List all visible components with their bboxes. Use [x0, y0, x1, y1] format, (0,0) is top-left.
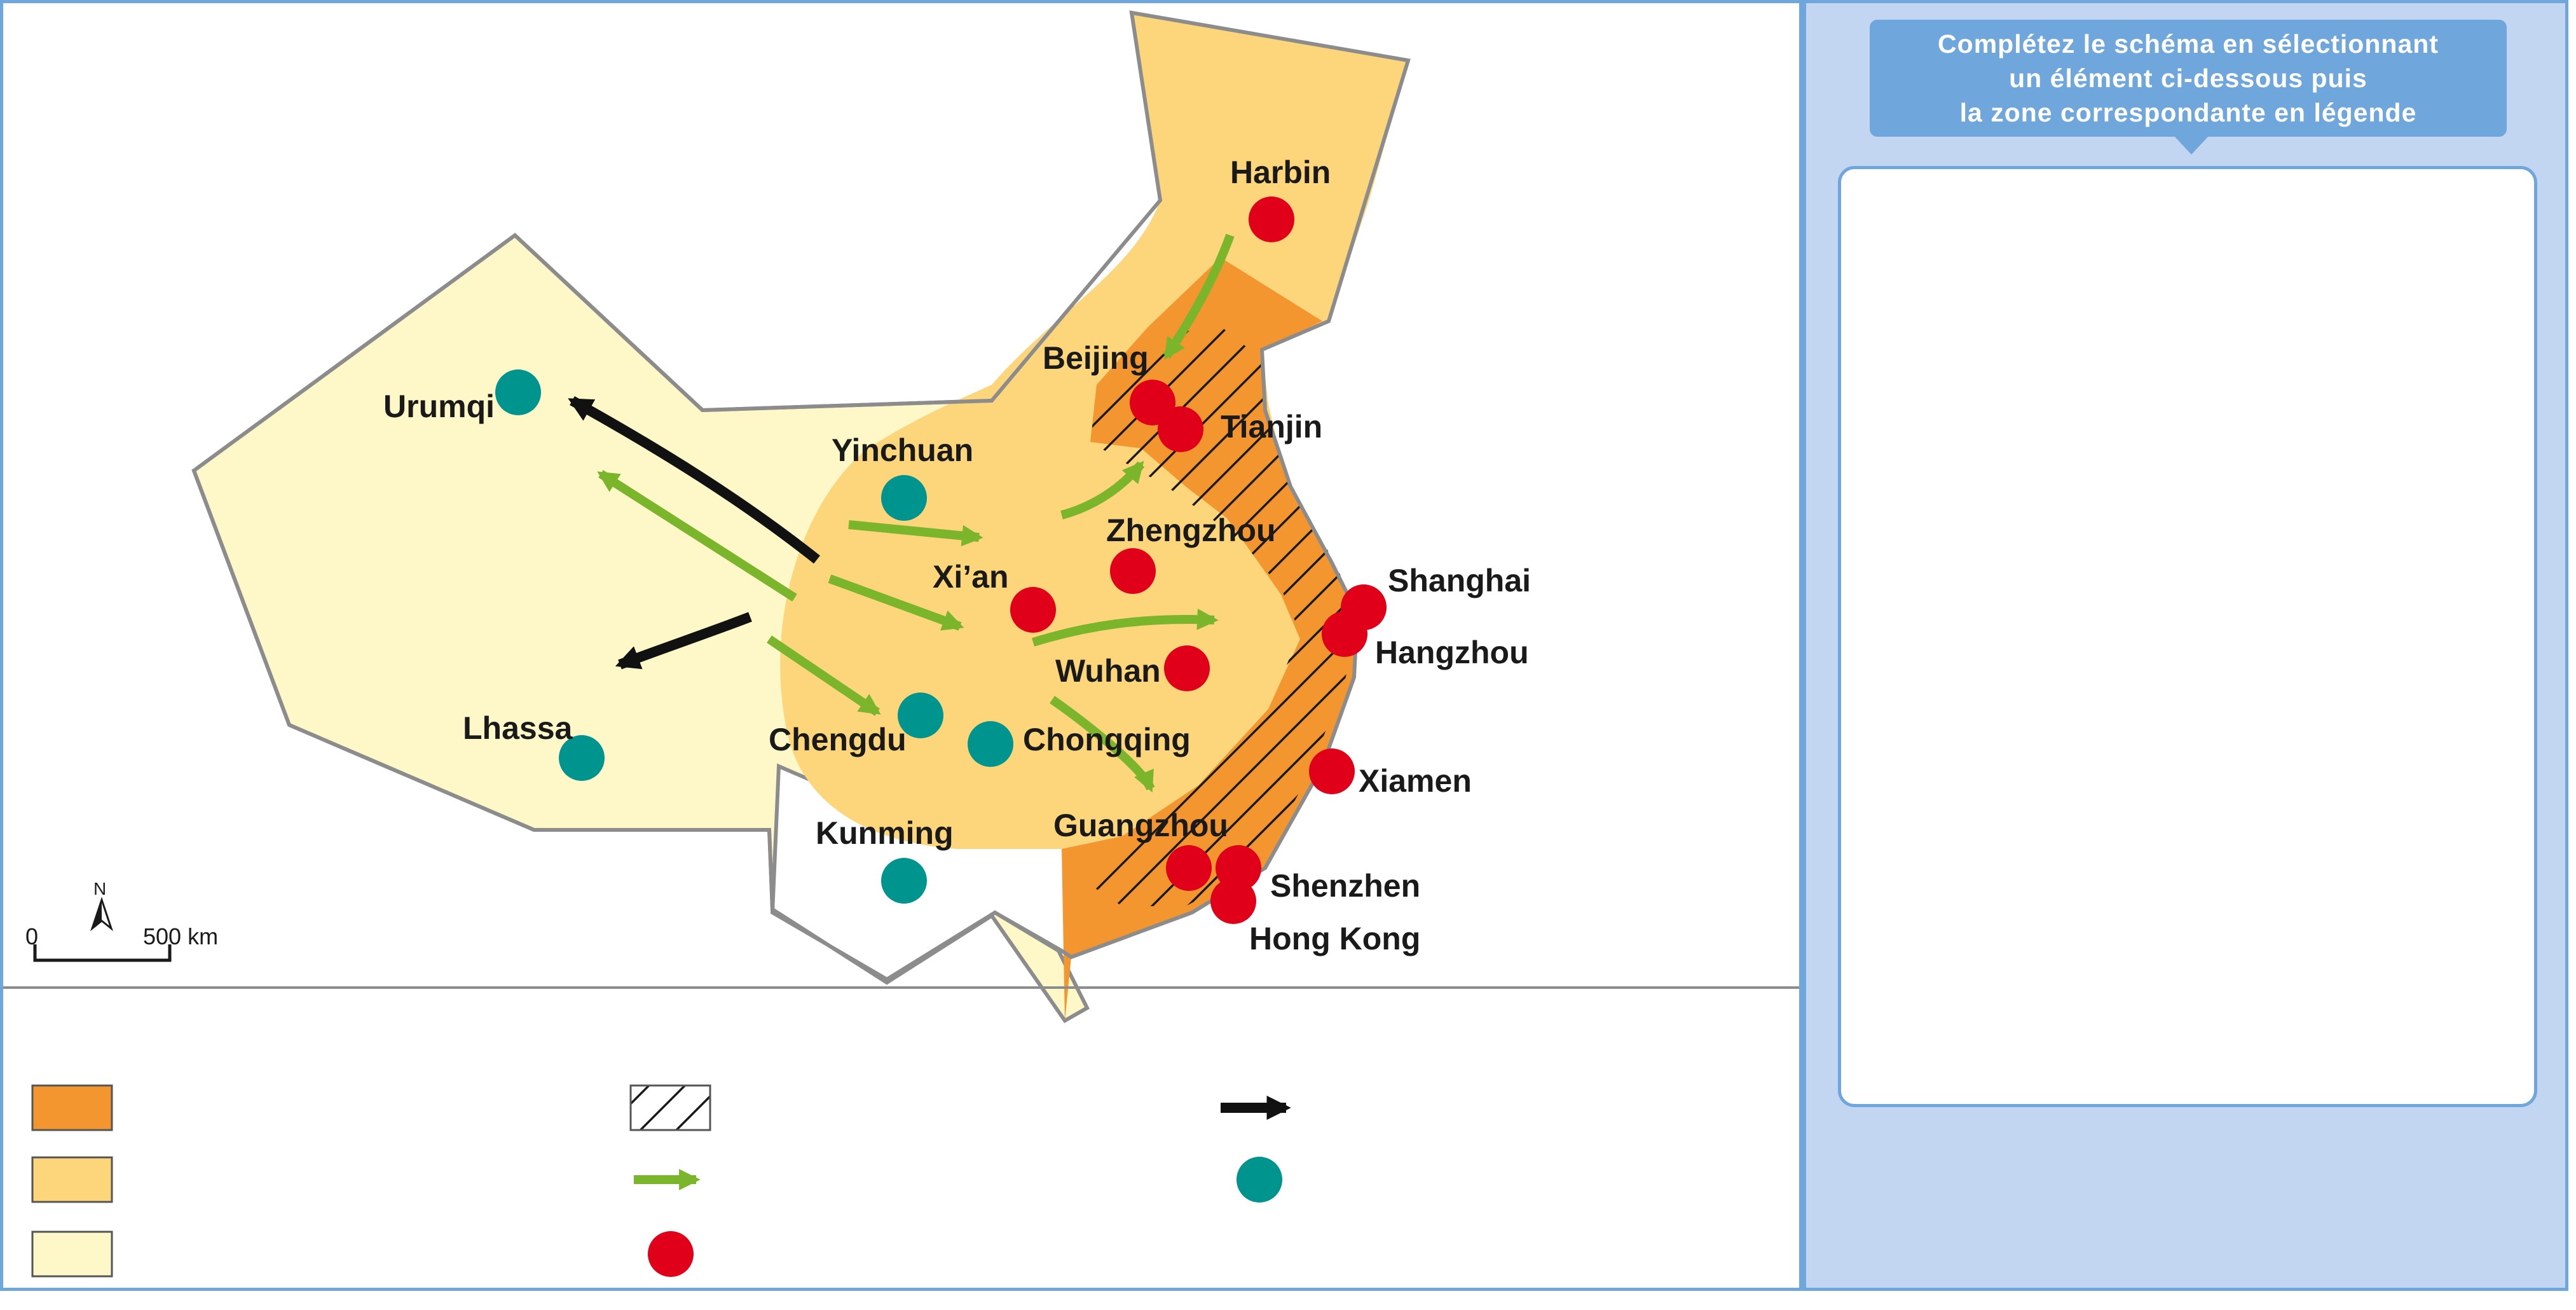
- city-label-harbin: Harbin: [1230, 155, 1331, 190]
- city-dot-zhengzhou[interactable]: [1110, 548, 1156, 594]
- selection-box[interactable]: [1838, 166, 2537, 1107]
- city-label-kunming: Kunming: [816, 815, 954, 851]
- china-map: Harbin Beijing Tianjin Urumqi Yinchuan Z…: [3, 10, 1799, 1278]
- instruction-line-2: un élément ci-dessous puis: [2009, 64, 2367, 93]
- instruction-line-1: Complétez le schéma en sélectionnant: [1938, 29, 2439, 59]
- flow-arrow-black: [568, 396, 820, 564]
- north-label: N: [93, 879, 106, 899]
- city-label-xiamen: Xiamen: [1359, 763, 1472, 799]
- city-label-xian: Xi’an: [933, 559, 1008, 595]
- legend: [31, 1084, 1291, 1278]
- city-dot-harbin[interactable]: [1249, 197, 1294, 242]
- scale-bar: 0 500 km: [25, 923, 218, 962]
- city-label-hangzhou: Hangzhou: [1375, 635, 1529, 670]
- city-dot-xian[interactable]: [1010, 587, 1056, 633]
- north-arrow-icon: N: [90, 879, 114, 932]
- city-label-shanghai: Shanghai: [1388, 563, 1531, 598]
- city-dot-guangzhou[interactable]: [1166, 845, 1212, 891]
- city-label-beijing: Beijing: [1043, 340, 1149, 376]
- flow-arrow-green: [1049, 696, 1155, 793]
- city-label-yinchuan: Yinchuan: [832, 432, 973, 468]
- flow-arrow-green: [597, 470, 797, 602]
- city-dot-chongqing[interactable]: [968, 721, 1013, 767]
- flow-arrow-green: [828, 574, 964, 631]
- city-dot-urumqi[interactable]: [495, 369, 541, 415]
- city-label-chongqing: Chongqing: [1023, 722, 1191, 757]
- instruction-bubble: Complétez le schéma en sélectionnant un …: [1870, 20, 2507, 155]
- city-label-hongkong: Hong Kong: [1249, 921, 1420, 956]
- instruction-line-3: la zone correspondante en légende: [1959, 98, 2417, 127]
- city-label-shenzhen: Shenzhen: [1270, 868, 1420, 904]
- legend-swatch-middle[interactable]: [31, 1156, 113, 1203]
- city-dot-hongkong[interactable]: [1210, 878, 1256, 924]
- city-label-guangzhou: Guangzhou: [1053, 808, 1228, 843]
- city-dot-chengdu[interactable]: [898, 693, 943, 738]
- map-panel: Harbin Beijing Tianjin Urumqi Yinchuan Z…: [0, 0, 1802, 1291]
- flow-arrow-green: [767, 635, 881, 716]
- city-label-urumqi: Urumqi: [383, 389, 495, 424]
- city-dot-tianjin[interactable]: [1158, 406, 1203, 452]
- city-label-zhengzhou: Zhengzhou: [1106, 513, 1276, 548]
- city-dot-yinchuan[interactable]: [881, 475, 927, 521]
- city-dot-hangzhou[interactable]: [1322, 611, 1367, 657]
- hatched-coast-zone: [1084, 321, 1357, 906]
- city-label-tianjin: Tianjin: [1221, 409, 1322, 445]
- flow-arrow-green: [1060, 460, 1145, 520]
- scale-zero-label: 0: [25, 923, 38, 949]
- legend-swatch-hatch[interactable]: [629, 1084, 711, 1131]
- city-dot-kunming[interactable]: [881, 858, 927, 904]
- flow-arrow-green: [1031, 609, 1219, 647]
- city-label-chengdu: Chengdu: [769, 722, 907, 757]
- city-label-wuhan: Wuhan: [1055, 653, 1161, 689]
- city-dot-xiamen[interactable]: [1309, 748, 1355, 794]
- instruction-panel: Complétez le schéma en sélectionnant un …: [1802, 0, 2568, 1291]
- scale-distance-label: 500 km: [143, 923, 218, 949]
- legend-swatch-coastal[interactable]: [31, 1084, 113, 1131]
- legend-city-teal-icon[interactable]: [1237, 1157, 1282, 1203]
- legend-city-red-icon[interactable]: [648, 1231, 694, 1277]
- flow-arrow-green: [1163, 233, 1235, 360]
- flow-arrow-black: [615, 612, 752, 670]
- city-dot-wuhan[interactable]: [1164, 645, 1210, 691]
- legend-swatch-west[interactable]: [31, 1231, 113, 1278]
- city-label-lhassa: Lhassa: [463, 710, 573, 746]
- city-dot-lhassa[interactable]: [559, 735, 605, 781]
- flow-arrow-green: [848, 520, 983, 547]
